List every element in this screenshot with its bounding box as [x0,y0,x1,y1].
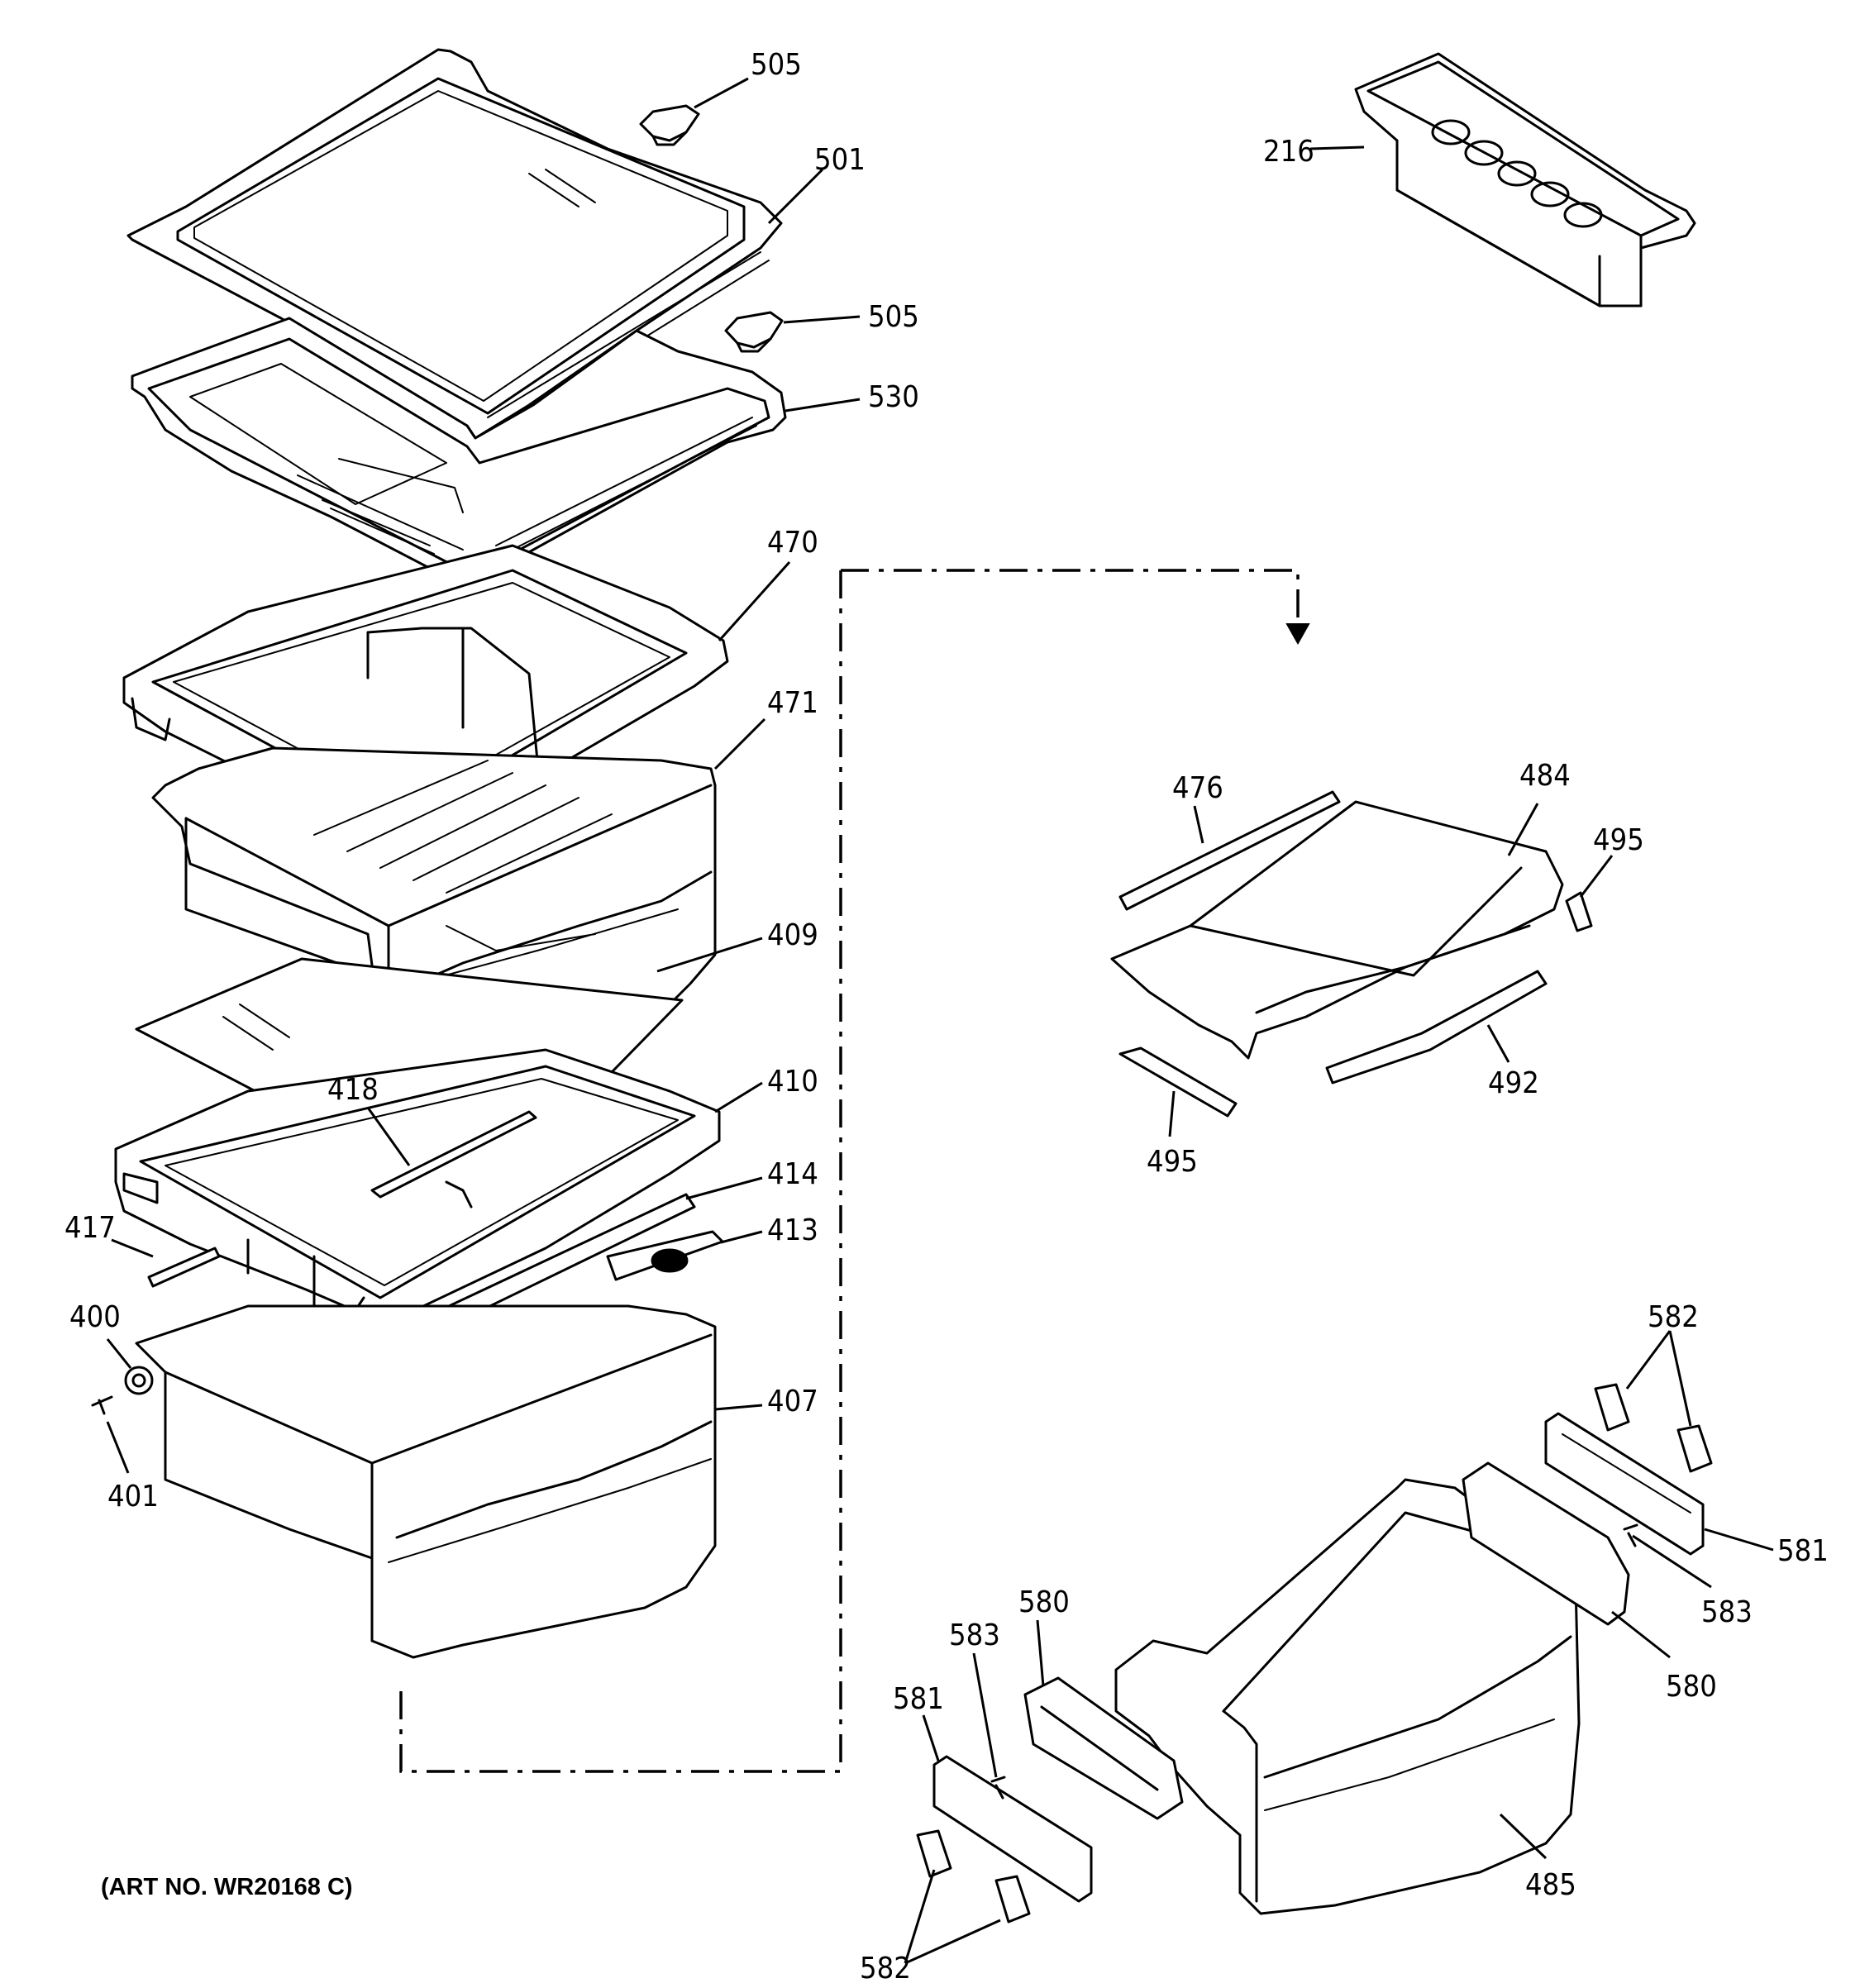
callout-485: 485 [1525,1868,1576,1902]
callout-400: 400 [69,1300,121,1334]
callout-495-right: 495 [1593,823,1644,857]
callout-492: 492 [1488,1066,1539,1100]
part-581-rail-right [1544,1412,1705,1556]
leader-lines [106,77,1774,1965]
callout-505-upper: 505 [751,48,802,82]
callout-484: 484 [1519,759,1571,793]
part-400-roller [124,1366,154,1395]
part-476-strip [1118,790,1341,911]
callout-581-right: 581 [1777,1534,1829,1568]
part-418-rod [370,1110,537,1199]
part-484-cover [1110,800,1564,1060]
part-216-dairy-bin [1354,52,1696,307]
part-410-crisper-frame [114,1048,721,1324]
callout-413: 413 [767,1213,818,1247]
part-505-clip-lower [724,311,784,353]
part-580-slide-left [1023,1676,1184,1820]
part-495-end-cap-left [1118,1046,1238,1118]
part-407-drawer [135,1304,717,1659]
part-495-end-cap-right [1565,891,1593,932]
part-582-bumper-right-b [1676,1424,1713,1473]
part-471-crisper-pan [151,746,717,1051]
callout-505-lower: 505 [868,300,919,334]
part-505-clip-upper [639,104,700,146]
reference-dashed-box [399,569,1300,1773]
callout-418: 418 [327,1073,379,1107]
callout-470: 470 [767,526,818,560]
callout-407: 407 [767,1385,818,1418]
part-417-rail [147,1247,221,1288]
callout-417: 417 [64,1211,116,1245]
callout-580-left: 580 [1018,1585,1070,1619]
part-401-screw [91,1395,113,1415]
part-492-gasket [1325,970,1548,1085]
part-581-rail-left [932,1755,1093,1903]
callout-471: 471 [767,686,818,720]
reference-arrow [1285,623,1310,646]
callout-495-left: 495 [1147,1145,1198,1179]
callout-581-left: 581 [893,1682,944,1716]
part-530-shelf-frame [131,317,787,589]
callout-530: 530 [868,380,919,414]
callout-476: 476 [1172,771,1223,805]
callout-414: 414 [767,1157,818,1191]
part-580-slide-right [1462,1461,1630,1626]
part-583-screw-right [1623,1523,1638,1547]
callout-583-right: 583 [1701,1595,1753,1629]
art-number: (ART NO. WR20168 C) [101,1874,353,1900]
callout-216: 216 [1263,135,1314,169]
part-583-screw-left [990,1776,1006,1800]
callout-583-left: 583 [949,1619,1000,1652]
callout-501: 501 [814,143,866,177]
callout-410: 410 [767,1065,818,1099]
part-582-bumper-left-a [916,1829,952,1878]
part-582-bumper-right-a [1594,1383,1630,1432]
callout-582-left: 582 [860,1952,911,1984]
callout-580-right: 580 [1666,1670,1717,1704]
callout-401: 401 [107,1480,159,1514]
part-582-bumper-left-b [994,1875,1031,1924]
callout-582-right: 582 [1648,1300,1699,1334]
callout-409: 409 [767,918,818,952]
